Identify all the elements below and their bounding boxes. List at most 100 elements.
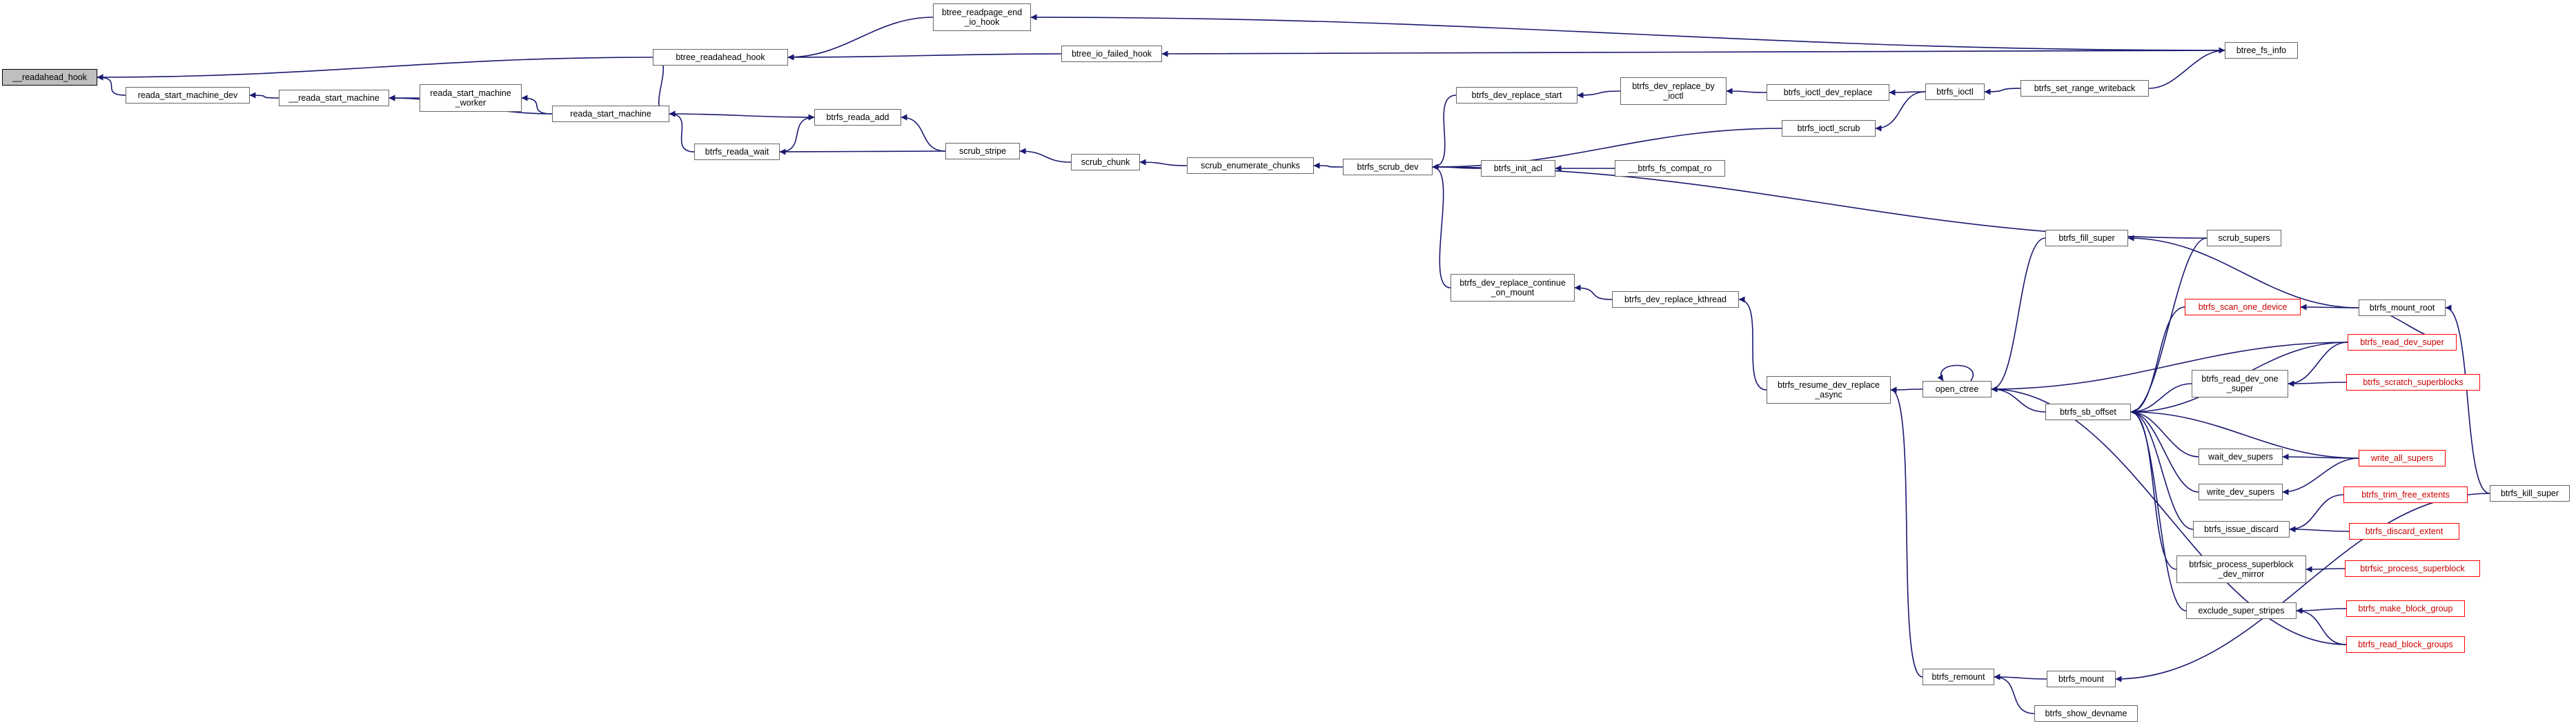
node-btrfs-show-devname[interactable]: btrfs_show_devname: [2034, 705, 2138, 722]
call-edge: [2300, 304, 2359, 311]
node-reada-start-machine[interactable]: __reada_start_machine: [279, 90, 389, 106]
node-btrfs-read-dev-super[interactable]: btrfs_read_dev_super: [2348, 334, 2457, 351]
node-btrfs-mount[interactable]: btrfs_mount: [2047, 671, 2116, 687]
node-btrfs-ioctl-scrub[interactable]: btrfs_ioctl_scrub: [1782, 120, 1876, 137]
call-edge: [669, 110, 815, 118]
node-label: btrfs_kill_super: [2500, 489, 2559, 498]
node-btree-readahead-hook[interactable]: btree_readahead_hook: [653, 49, 788, 66]
node-label: btrfs_set_range_writeback: [2034, 83, 2136, 93]
node-btrfs-dev-replace-continue-on-mount[interactable]: btrfs_dev_replace_continue _on_mount: [1451, 274, 1575, 302]
node-label: btree_fs_info: [2236, 46, 2287, 55]
call-edge: [1161, 50, 2225, 57]
node-btrfs-trim-free-extents[interactable]: btrfs_trim_free_extents: [2343, 486, 2468, 503]
node-label: btrfs_fill_super: [2058, 233, 2115, 243]
node-label: btrfsic_process_superblock _dev_mirror: [2189, 560, 2294, 579]
call-edge: [2296, 607, 2347, 614]
node-btrfs-dev-replace-by-ioctl[interactable]: btrfs_dev_replace_by _ioctl: [1620, 77, 1727, 105]
call-edge: [1432, 95, 1457, 170]
node-btrfs-scrub-dev[interactable]: btrfs_scrub_dev: [1343, 159, 1433, 175]
call-edge: [2130, 409, 2359, 459]
call-edge: [1432, 164, 1451, 288]
node-exclude-super-stripes[interactable]: exclude_super_stripes: [2186, 602, 2297, 619]
node-label: btrfs_reada_wait: [705, 147, 769, 157]
node-scrub-supers[interactable]: scrub_supers: [2207, 230, 2281, 246]
call-edge: [1994, 673, 2047, 680]
call-edge: [1991, 386, 2046, 413]
node-btrfs-mount-root[interactable]: btrfs_mount_root: [2359, 299, 2446, 316]
node-btrfs-resume-dev-replace-async[interactable]: btrfs_resume_dev_replace _async: [1767, 376, 1891, 404]
node-btree-fs-info[interactable]: btree_fs_info: [2225, 42, 2298, 59]
node-btrfs-dev-replace-kthread[interactable]: btrfs_dev_replace_kthread: [1612, 291, 1739, 308]
node-btrfs-read-block-groups[interactable]: btrfs_read_block_groups: [2346, 636, 2465, 653]
node-btrfs-issue-discard[interactable]: btrfs_issue_discard: [2193, 521, 2290, 538]
node-label: btrfs_dev_replace_kthread: [1624, 295, 1727, 304]
node-label: btree_readpage_end _io_hook: [941, 8, 1023, 27]
node-wait-dev-supers[interactable]: wait_dev_supers: [2199, 449, 2283, 465]
node-btrfs-sb-offset[interactable]: btrfs_sb_offset: [2045, 404, 2131, 420]
node-scrub-chunk[interactable]: scrub_chunk: [1071, 154, 1140, 170]
call-edge: [2288, 342, 2348, 387]
call-edge: [1574, 284, 1613, 300]
node-scrub-stripe[interactable]: scrub_stripe: [945, 143, 1020, 159]
node-label: btrfs_ioctl_dev_replace: [1783, 88, 1873, 97]
node-btrfs-kill-super[interactable]: btrfs_kill_super: [2490, 485, 2570, 502]
node-label: __btrfs_fs_compat_ro: [1628, 164, 1712, 173]
call-edge: [779, 148, 946, 155]
call-edge: [1991, 386, 2347, 645]
call-edge: [2282, 458, 2359, 495]
node-btrfs-scratch-superblocks[interactable]: btrfs_scratch_superblocks: [2346, 374, 2480, 391]
node-label: btrfs_sb_offset: [2060, 407, 2116, 417]
node-label: btrfs_scrub_dev: [1357, 162, 1419, 172]
node-btree-readpage-end-io-hook[interactable]: btree_readpage_end _io_hook: [933, 3, 1031, 31]
node-btrfs-reada-wait[interactable]: btrfs_reada_wait: [694, 144, 780, 160]
node-write-dev-supers[interactable]: write_dev_supers: [2199, 484, 2283, 500]
node-btrfs-make-block-group[interactable]: btrfs_make_block_group: [2346, 600, 2465, 617]
node-btrfs-read-dev-one-super[interactable]: btrfs_read_dev_one _super: [2192, 370, 2288, 397]
call-edge: [1139, 159, 1188, 166]
node-btrfs-discard-extent[interactable]: btrfs_discard_extent: [2349, 523, 2459, 540]
node-open-ctree[interactable]: open_ctree: [1923, 381, 1992, 397]
node-label: btree_readahead_hook: [676, 52, 765, 62]
call-edge: [521, 95, 553, 115]
node-btrfs-remount[interactable]: btrfs_remount: [1923, 669, 1994, 685]
call-edge: [2127, 235, 2359, 308]
call-edge: [1991, 342, 2348, 393]
node-label: btrfs_ioctl: [1936, 87, 1974, 97]
node-label: open_ctree: [1935, 384, 1979, 394]
node-btree-io-failed-hook[interactable]: btree_io_failed_hook: [1061, 46, 1162, 62]
node-label: btrfs_scratch_superblocks: [2363, 377, 2464, 387]
node-btrfs-fs-compat-ro[interactable]: __btrfs_fs_compat_ro: [1615, 160, 1725, 177]
node-label: btrfs_remount: [1931, 672, 1985, 682]
node-label: btrfs_read_block_groups: [2358, 640, 2453, 649]
node-reada-start-machine-dev[interactable]: reada_start_machine_dev: [126, 87, 250, 104]
node-label: btrfs_ioctl_scrub: [1797, 124, 1860, 133]
node-btrfsic-process-superblock[interactable]: btrfsic_process_superblock: [2345, 560, 2480, 577]
node-label: btrfs_mount: [2058, 674, 2104, 684]
call-edge: [2115, 493, 2490, 682]
call-edge: [97, 57, 653, 81]
call-edge: [2130, 409, 2194, 530]
call-edge: [1313, 162, 1344, 169]
node-label: btrfs_dev_replace_continue _on_mount: [1459, 278, 1566, 297]
node-btrfsic-process-superblock-dev-mirror[interactable]: btrfsic_process_superblock _dev_mirror: [2176, 555, 2306, 583]
node-btrfs-init-acl[interactable]: btrfs_init_acl: [1481, 160, 1555, 177]
call-edge: [97, 74, 126, 96]
node-btrfs-ioctl-dev-replace[interactable]: btrfs_ioctl_dev_replace: [1767, 84, 1889, 101]
node-btrfs-fill-super[interactable]: btrfs_fill_super: [2045, 230, 2128, 246]
node-reada-start-machine-worker[interactable]: reada_start_machine _worker: [420, 84, 522, 112]
node-label: btrfs_read_dev_one _super: [2201, 374, 2279, 393]
node-btrfs-ioctl[interactable]: btrfs_ioctl: [1925, 83, 1985, 100]
node-write-all-supers[interactable]: write_all_supers: [2359, 450, 2446, 466]
node-btrfs-dev-replace-start[interactable]: btrfs_dev_replace_start: [1456, 87, 1577, 104]
node-reada-start-machine[interactable]: reada_start_machine: [552, 106, 669, 122]
node-btrfs-reada-add[interactable]: btrfs_reada_add: [814, 109, 901, 126]
node-label: btrfs_reada_add: [826, 112, 889, 122]
call-edge: [1984, 88, 2021, 95]
node-scrub-enumerate-chunks[interactable]: scrub_enumerate_chunks: [1187, 157, 1314, 174]
node-label: wait_dev_supers: [2208, 452, 2273, 462]
call-edge: [1937, 364, 1974, 382]
node-btrfs-set-range-writeback[interactable]: btrfs_set_range_writeback: [2021, 80, 2149, 97]
node-label: btrfs_dev_replace_by _ioctl: [1632, 81, 1715, 101]
call-edge: [1030, 14, 2225, 51]
node-btrfs-scan-one-device[interactable]: btrfs_scan_one_device: [2185, 299, 2301, 315]
